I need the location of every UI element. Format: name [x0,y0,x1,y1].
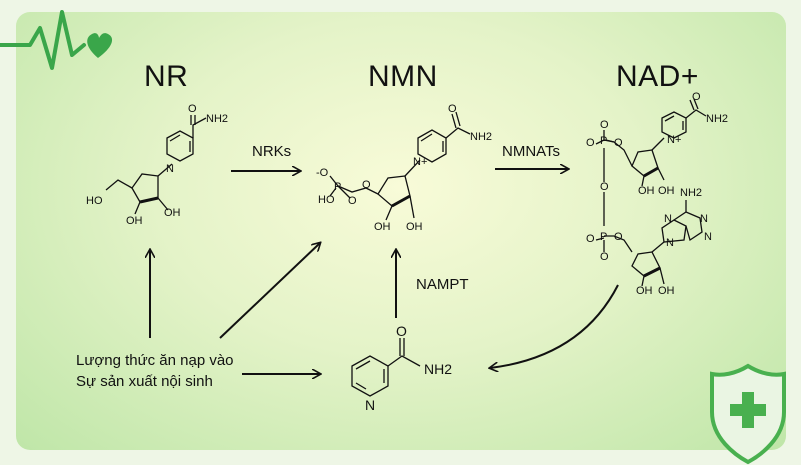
nr-structure: O NH2 N HO OH OH [86,103,228,227]
nmn-atom-o-linker: O [362,179,371,191]
enzyme-nrks: NRKs [252,143,292,160]
nam-atom-o: O [396,323,407,339]
nad-atom-n-plus: N+ [667,134,681,146]
nad-atom-oh-1: OH [638,185,655,197]
nmn-atom-o-carbonyl: O [448,103,457,115]
title-nmn: NMN [368,60,438,93]
source-endogenous-production: Sự sản xuất nội sinh [76,373,213,390]
nmn-atom-p: P [334,181,341,193]
nr-atom-oh-1: OH [126,215,143,227]
nam-atom-n: N [365,397,375,413]
nmn-atom-oh-2: OH [406,221,423,233]
enzyme-nampt: NAMPT [416,276,469,293]
nad-atom-o-minus-top: O [586,137,595,149]
nmn-atom-oh-1: OH [374,221,391,233]
arrow-nad-to-nam [490,284,619,368]
enzyme-nmnats: NMNATs [502,143,561,160]
nad-atom-p-bottom: P [600,231,607,243]
nam-atom-nh2: NH2 [424,361,452,377]
heartbeat-icon [0,10,113,70]
shield-plus-icon [710,363,786,465]
nicotinamide-structure: O NH2 N [351,323,452,413]
nr-atom-oh-2: OH [164,207,181,219]
nmn-structure: O NH2 N+ O P -O HO O OH OH [316,103,492,233]
nmn-atom-o-double: O [348,195,357,207]
arrow-source-to-nmn [219,243,320,339]
source-dietary-intake: Lượng thức ăn nạp vào [76,352,234,369]
nad-atom-n-2: N [700,213,708,225]
nad-atom-o-minus-bottom: O [586,233,595,245]
nr-atom-o: O [188,103,197,115]
title-nad: NAD+ [616,60,699,93]
diagram-card [16,12,786,450]
nad-atom-o-ester-bottom: O [614,231,623,243]
nad-atom-o-top: O [600,119,609,131]
nr-atom-nh2: NH2 [206,113,228,125]
nad-structure: O O P O O P O O O O NH2 N+ OH OH NH2 N N… [586,91,728,297]
nmn-atom-o-minus: -O [316,167,329,179]
nr-atom-n: N [166,163,174,175]
nmn-atom-nh2: NH2 [470,131,492,143]
nad-atom-o-carbonyl: O [692,91,701,103]
nmn-atom-ho: HO [318,194,335,206]
nr-atom-ho: HO [86,195,103,207]
nad-atom-n-4: N [666,237,674,249]
nad-atom-p-top: P [600,135,607,147]
nad-atom-nh2-adenine: NH2 [680,187,702,199]
nad-atom-n-1: N [664,213,672,225]
nad-atom-oh-3: OH [636,285,653,297]
nad-atom-oh-4: OH [658,285,675,297]
nad-atom-o-bridge: O [600,181,609,193]
nmn-atom-n-plus: N+ [413,156,427,168]
nad-atom-oh-2: OH [658,185,675,197]
nad-atom-nh2-top: NH2 [706,113,728,125]
nad-atom-o-bottom: O [600,251,609,263]
nad-atom-n-3: N [704,231,712,243]
title-nr: NR [144,60,189,93]
nad-atom-o-ester-top: O [614,137,623,149]
